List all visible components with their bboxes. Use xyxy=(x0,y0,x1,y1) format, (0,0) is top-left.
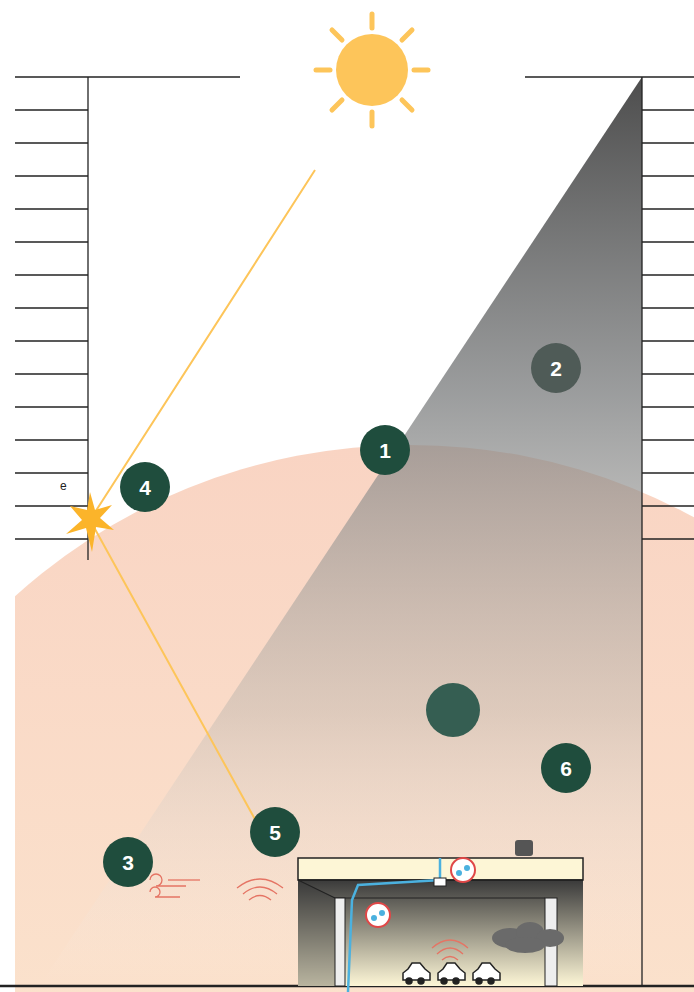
building-floors xyxy=(15,110,694,539)
callout-number: 2 xyxy=(531,343,581,393)
callout-text: 3 xyxy=(122,852,134,873)
edge-text-fragment: e xyxy=(60,479,67,493)
callout-number: 3 xyxy=(103,837,153,887)
callout-number: 5 xyxy=(250,807,300,857)
callout-number: 1 xyxy=(360,425,410,475)
callout-text: 2 xyxy=(550,358,562,379)
callout-number: 6 xyxy=(541,743,591,793)
callout-text: 5 xyxy=(269,822,281,843)
callout-number: 4 xyxy=(120,462,170,512)
callout-text: 1 xyxy=(379,440,391,461)
callout-text: 4 xyxy=(139,477,151,498)
callout-text: 6 xyxy=(560,758,572,779)
